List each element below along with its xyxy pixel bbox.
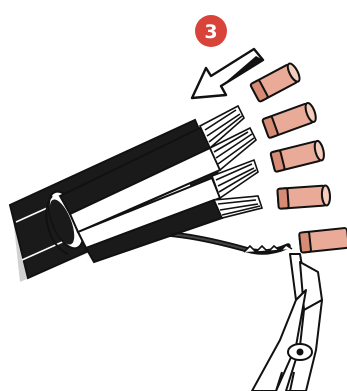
ferrule-2 <box>262 102 318 139</box>
conductor-4-strands <box>214 196 262 218</box>
crimping-pliers-icon <box>252 254 322 391</box>
ferrule-3 <box>270 140 325 172</box>
ferrule-5 <box>299 228 347 253</box>
ferrule-4 <box>277 185 330 209</box>
ferrule-1 <box>250 62 302 102</box>
step-badge: 3 <box>195 15 227 47</box>
earth-wire-twist <box>244 245 292 252</box>
step-number: 3 <box>204 21 217 43</box>
